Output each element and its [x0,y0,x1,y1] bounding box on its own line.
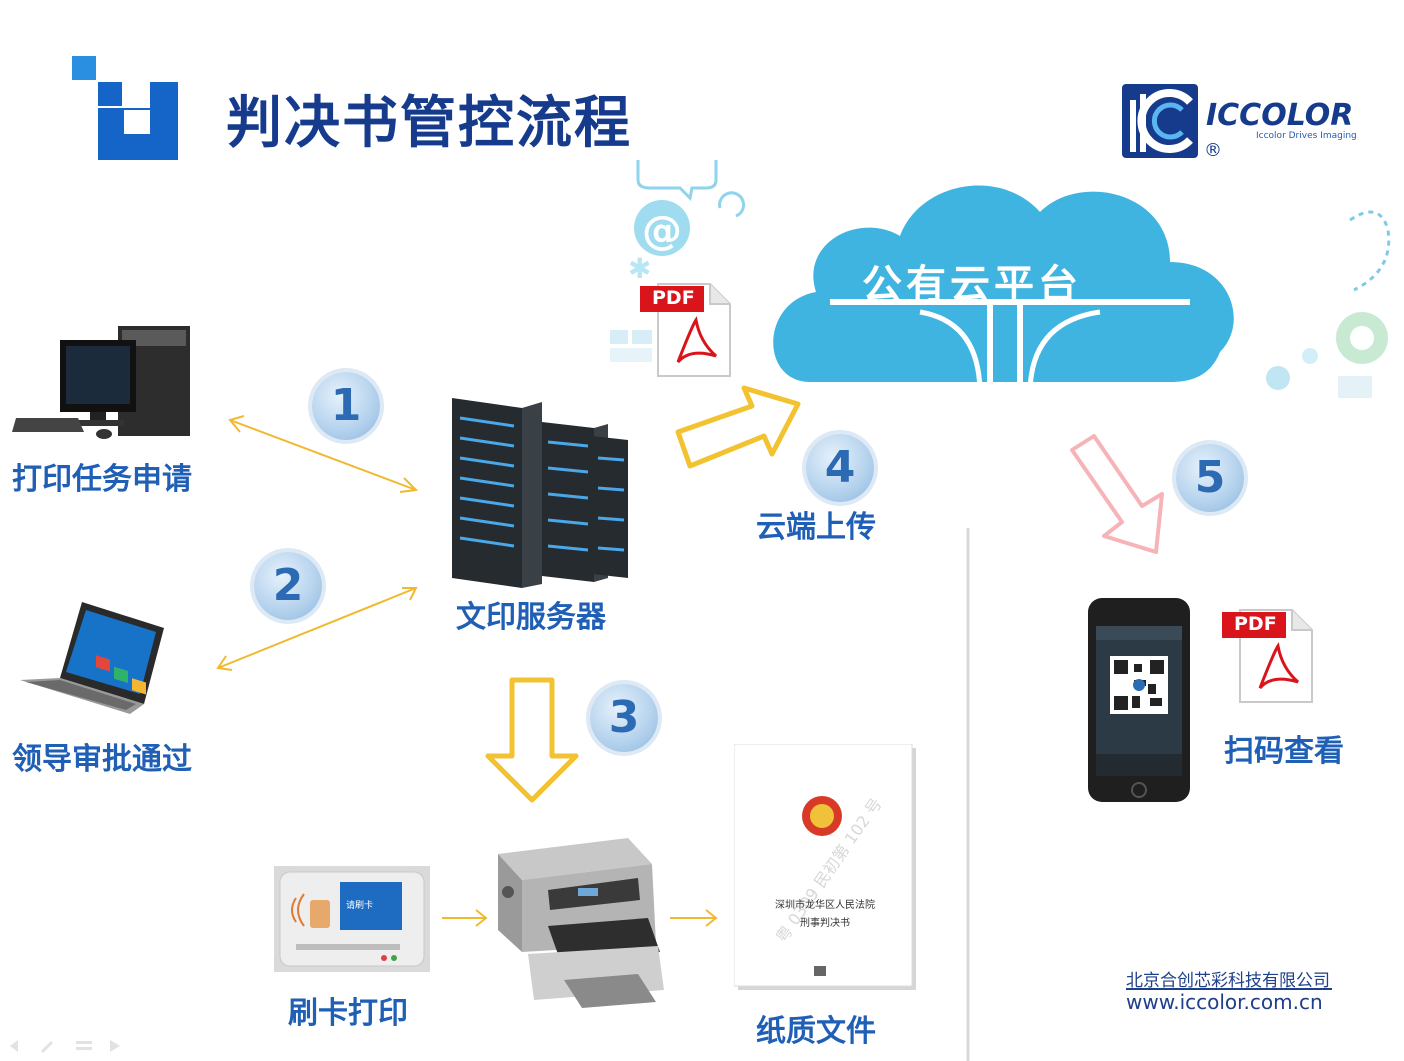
pdf-badge-label-mobile: PDF [1234,613,1277,635]
brand-name: ICCOLOR [1206,98,1354,133]
company-website[interactable]: www.iccolor.com.cn [1126,990,1323,1014]
smartphone-qr-icon [1088,598,1190,802]
card-reader-screen-text: 请刷卡 [346,901,374,911]
step-number-3: 3 [590,684,658,752]
corner-logo-icon [72,56,178,160]
svg-text:✱: ✱ [628,252,651,285]
printer-icon [498,838,664,1008]
registered-mark: ® [1204,140,1222,161]
pdf-file-icon-mobile [1222,609,1313,703]
scan-view-label: 扫码查看 [1224,734,1344,769]
step-number-4: 4 [806,434,874,502]
approval-label: 领导审批通过 [12,742,192,777]
iccolor-logo-icon [1122,84,1198,158]
server-label: 文印服务器 [456,600,606,635]
paper-document-icon [734,744,916,990]
server-rack-icon [452,398,628,588]
document-court-name: 深圳市龙华区人民法院 [775,900,875,911]
paper-doc-label: 纸质文件 [756,1014,876,1049]
card-reader-icon [274,866,430,972]
pdf-file-icon [640,283,731,377]
document-type: 刑事判决书 [800,918,850,929]
print-request-label: 打印任务申请 [12,462,192,497]
card-print-label: 刷卡打印 [288,996,408,1031]
svg-text:@: @ [642,208,682,254]
step-number-5: 5 [1176,444,1244,512]
cloud-platform-label: 公有云平台 [862,262,1082,308]
cloud-decoration-icons: @ ✱ [610,160,1391,398]
slide-nav-controls[interactable] [6,1036,130,1056]
step-number-2: 2 [254,552,322,620]
laptop-icon [20,602,164,714]
desktop-computer-icon [12,326,190,439]
company-name: 北京合创芯彩科技有限公司 [1126,971,1330,991]
cloud-platform-shape [773,185,1234,394]
footer-divider [1126,988,1332,990]
step-number-1: 1 [312,372,380,440]
pdf-badge-label: PDF [652,287,695,309]
brand-tagline: Iccolor Drives Imaging [1256,131,1357,141]
cloud-upload-label: 云端上传 [756,510,876,545]
page-title: 判决书管控流程 [226,91,632,156]
